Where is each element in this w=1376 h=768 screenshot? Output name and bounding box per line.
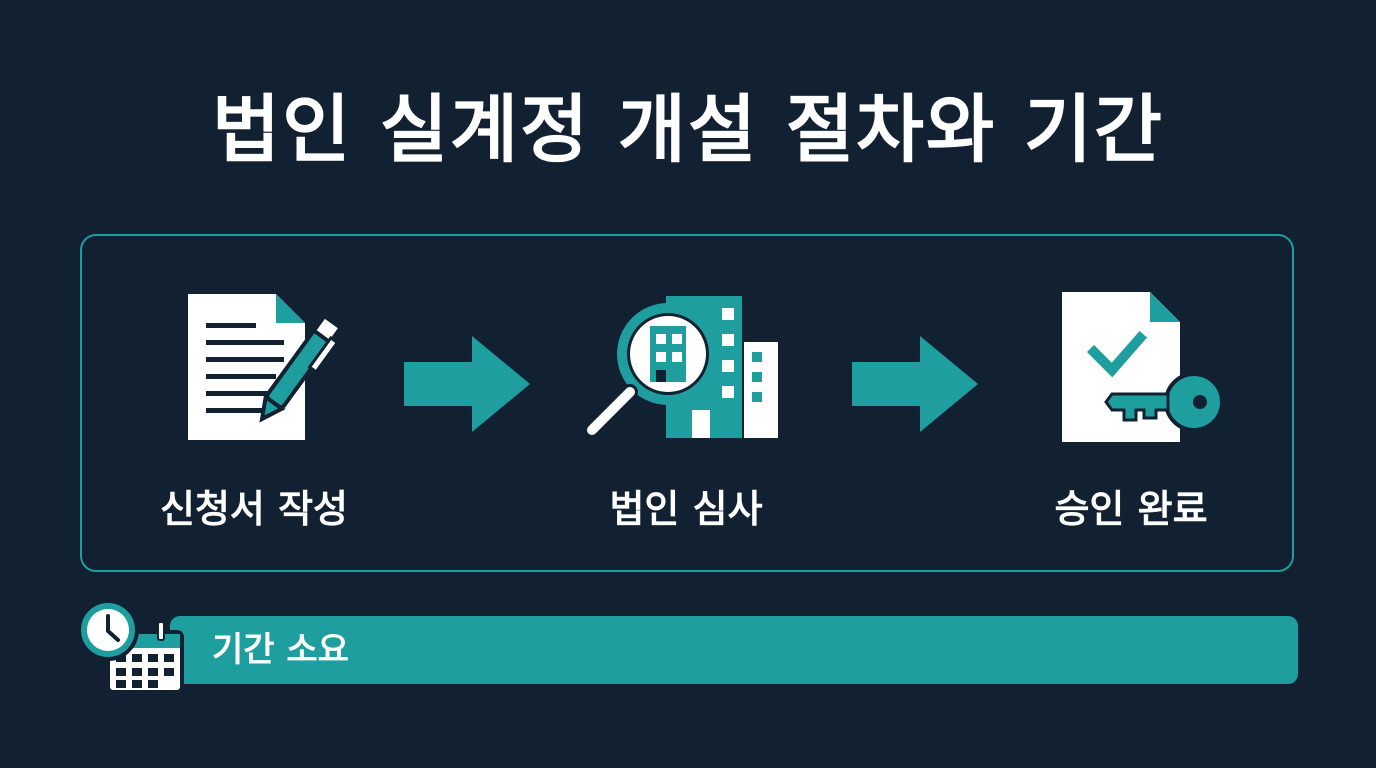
document-pen-icon [188,294,344,440]
step-label-application: 신청서 작성 [159,487,349,531]
duration-bar [170,616,1298,684]
magnifier-building-icon [584,296,778,438]
document-check-key-icon [1062,292,1224,442]
step-label-approval: 승인 완료 [1054,487,1208,531]
page-title: 법인 실계정 개설 절차와 기간 [211,87,1164,173]
arrow-right-icon [404,336,530,432]
process-steps-panel [80,234,1294,572]
step-label-review: 법인 심사 [609,487,763,531]
arrow-right-icon [852,336,978,432]
duration-label: 기간 소요 [212,630,349,670]
clock-calendar-icon [77,599,184,694]
